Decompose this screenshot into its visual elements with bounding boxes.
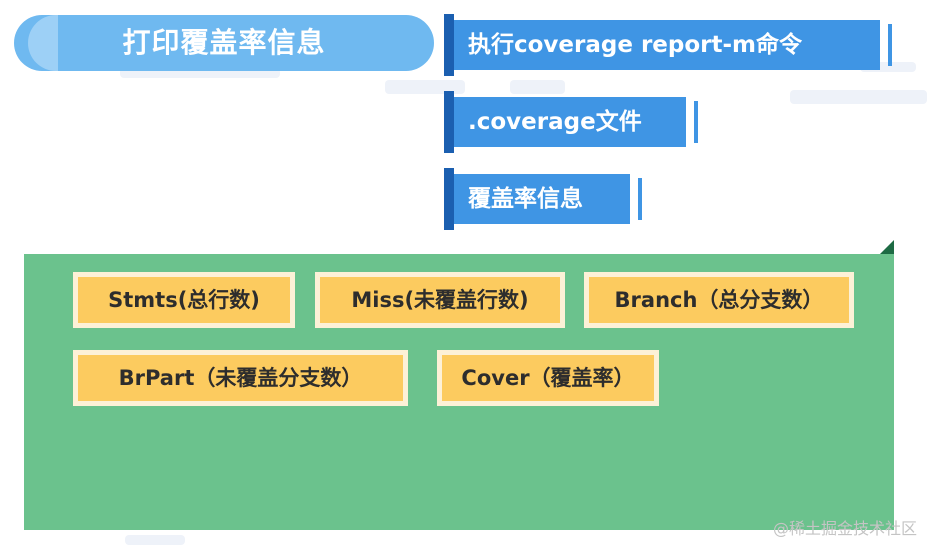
step-edge [444, 168, 454, 230]
step-label: 执行coverage report-m命令 [468, 32, 803, 58]
step-edge [444, 14, 454, 76]
page-title: 打印覆盖率信息 [122, 26, 326, 59]
step-label: 覆盖率信息 [468, 186, 583, 212]
field-miss: Miss(未覆盖行数) [315, 272, 565, 328]
field-cover: Cover（覆盖率） [437, 350, 659, 406]
step-edge [694, 101, 698, 143]
decor-bar [790, 90, 927, 104]
title-banner: 打印覆盖率信息 [14, 15, 434, 71]
step-run-command: 执行coverage report-m命令 [444, 14, 892, 76]
panel-notch [880, 240, 894, 254]
decor-bar [385, 80, 465, 94]
decor-bar [510, 80, 565, 94]
step-edge [444, 91, 454, 153]
step-label: .coverage文件 [468, 109, 642, 135]
step-edge [638, 178, 642, 220]
field-branch: Branch（总分支数） [584, 272, 854, 328]
decor-bar [125, 535, 185, 545]
watermark: @稀土掘金技术社区 [772, 519, 917, 538]
decor-bar [120, 68, 280, 78]
step-coverage-info: 覆盖率信息 [444, 168, 642, 230]
field-stmts: Stmts(总行数) [73, 272, 295, 328]
step-coverage-file: .coverage文件 [444, 91, 698, 153]
step-edge [888, 24, 892, 66]
decor-bar [860, 62, 916, 72]
field-brpart: BrPart（未覆盖分支数） [73, 350, 408, 406]
